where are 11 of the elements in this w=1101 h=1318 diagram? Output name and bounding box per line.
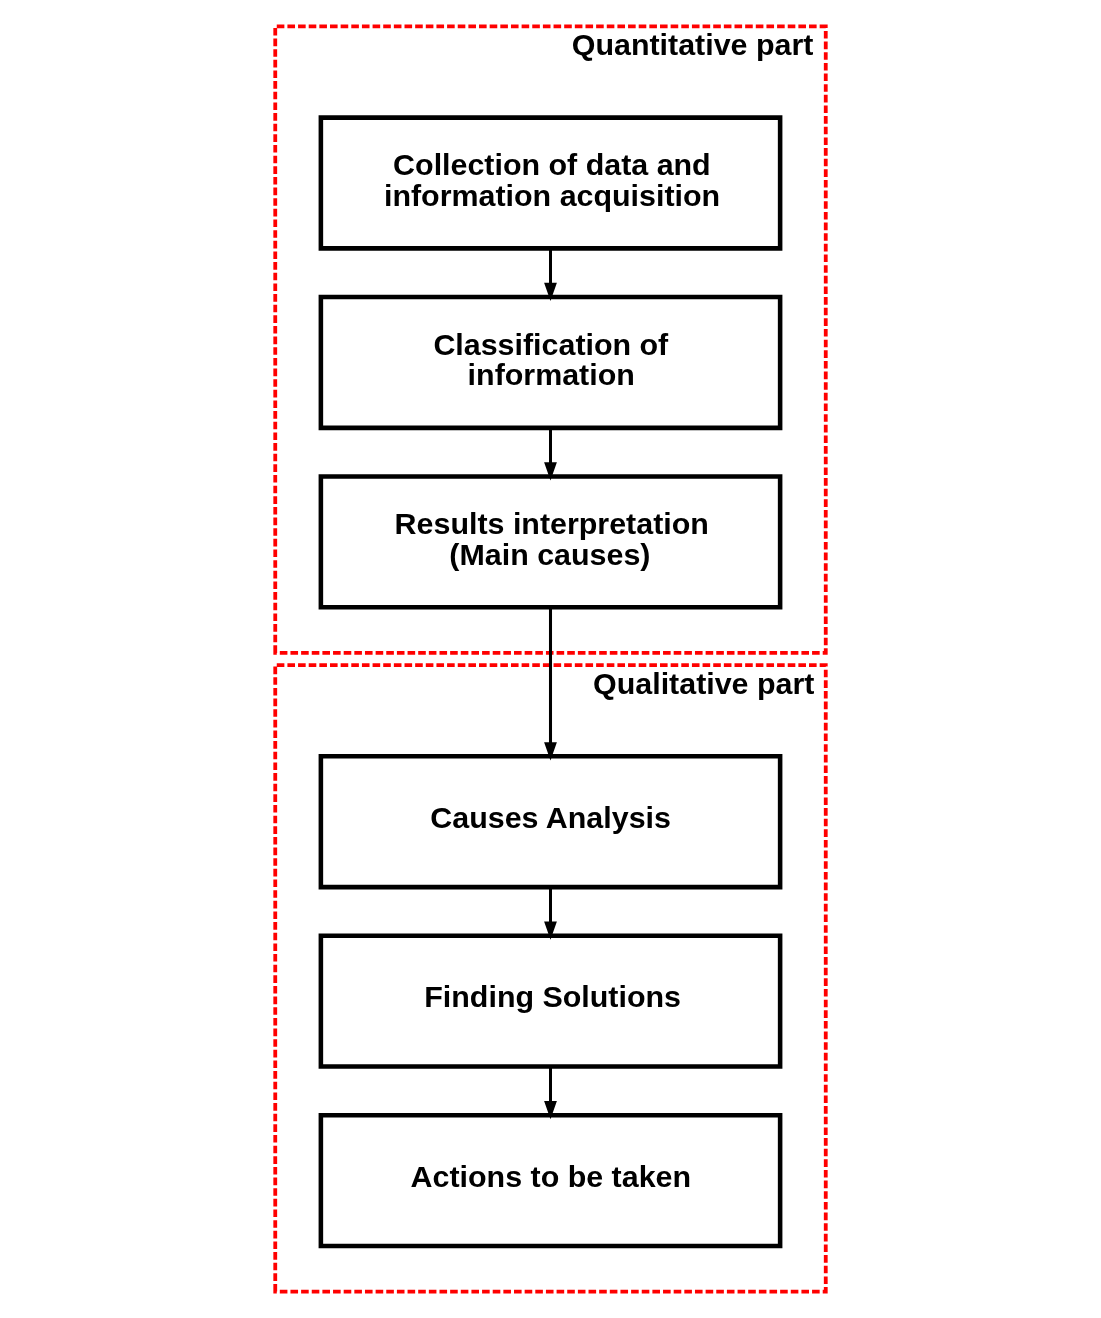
arrow: [544, 607, 557, 761]
node-box: Classification of information: [318, 294, 783, 431]
node-box: Actions to be taken: [318, 1112, 783, 1249]
node-box: Causes Analysis: [318, 754, 783, 890]
arrow: [544, 428, 557, 481]
node-box: Results interpretation (Main causes): [318, 474, 783, 610]
node-box: Finding Solutions: [318, 933, 783, 1069]
arrow: [544, 1066, 557, 1120]
arrow: [544, 248, 557, 302]
node-box: Collection of data and information acquisition: [318, 115, 783, 251]
arrow: [544, 887, 557, 940]
